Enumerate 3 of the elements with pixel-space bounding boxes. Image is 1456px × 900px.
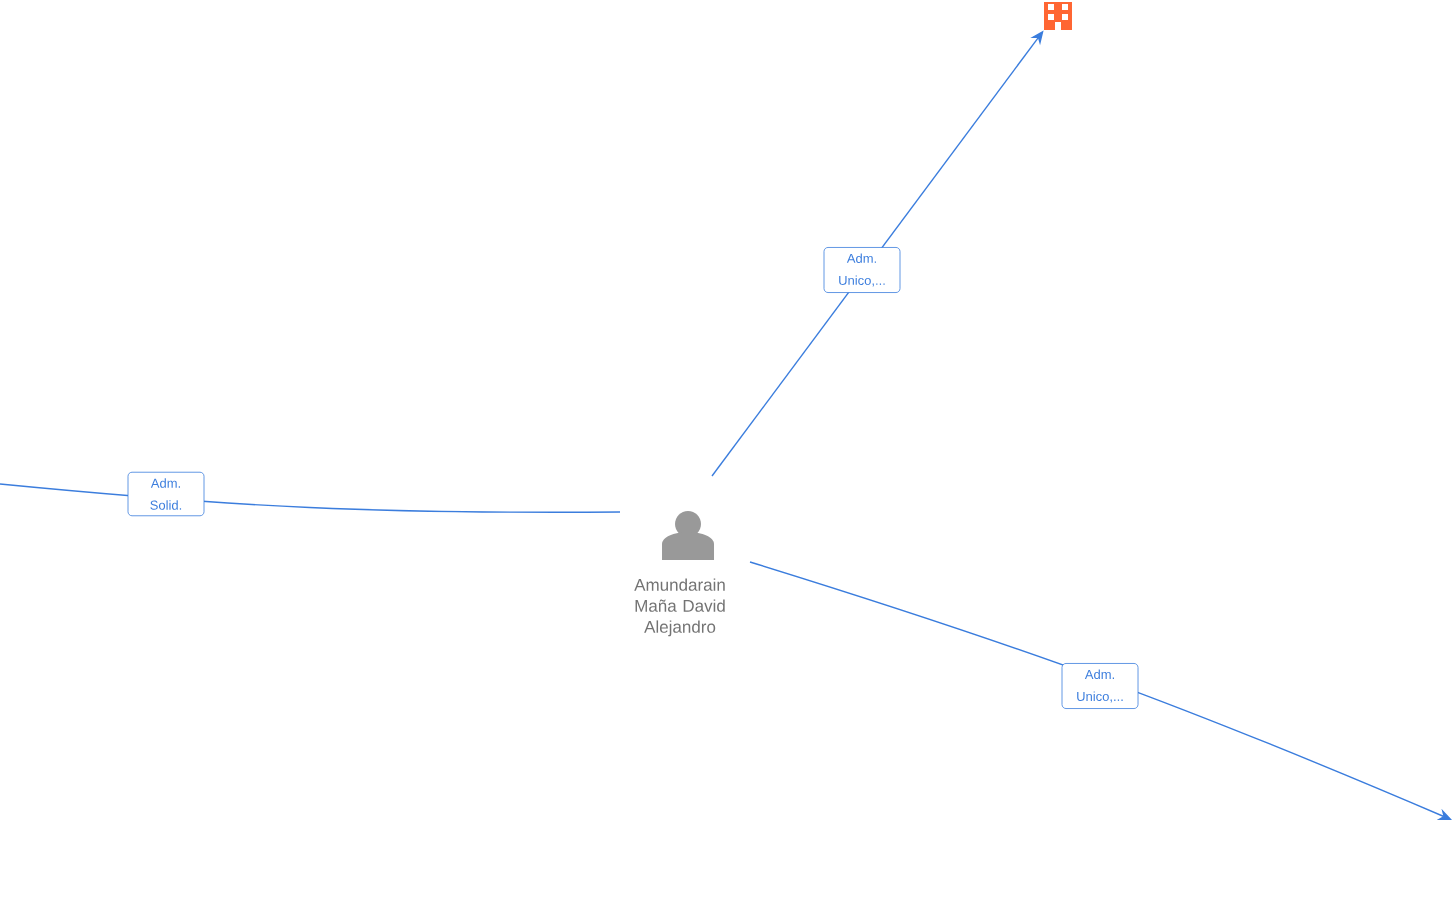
- node-label: Amundarain Maña David Alejandro: [634, 578, 725, 637]
- person-node: Amundarain Maña David Alejandro: [634, 511, 725, 637]
- building-icon: [1044, 2, 1072, 30]
